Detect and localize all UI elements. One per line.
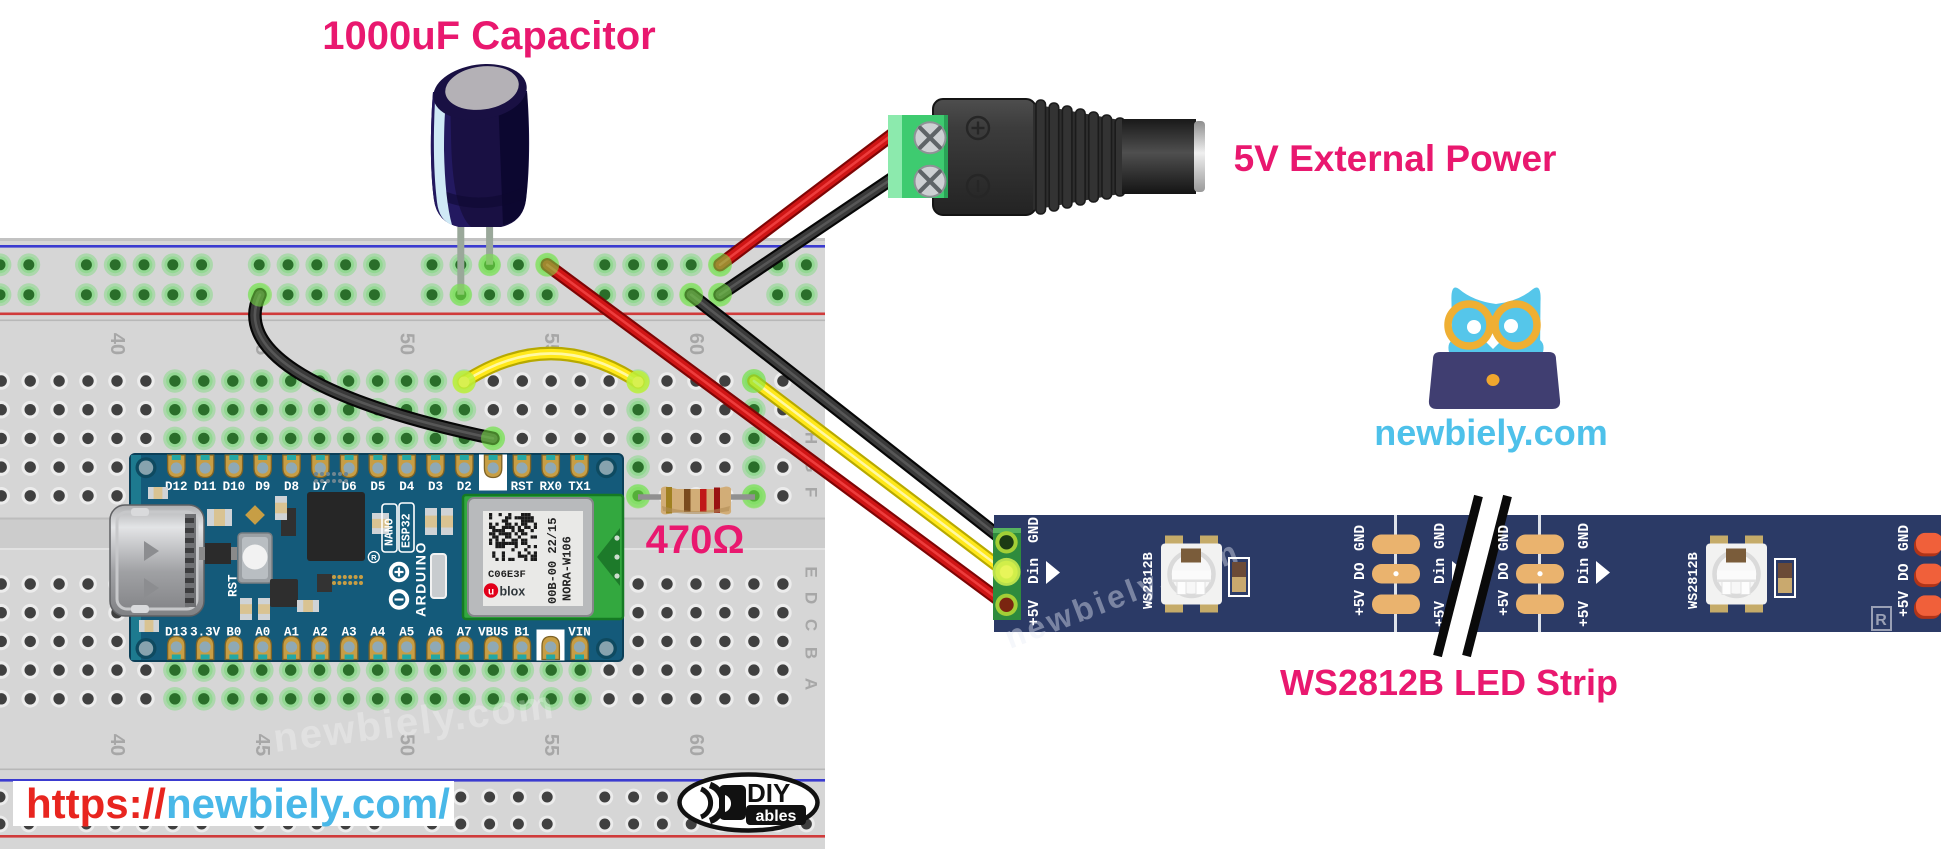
svg-text:D9: D9 (255, 480, 270, 494)
svg-text:https://newbiely.com/: https://newbiely.com/ (26, 780, 450, 827)
svg-text:TX1: TX1 (568, 480, 591, 494)
svg-text:55: 55 (540, 734, 562, 756)
svg-text:D5: D5 (370, 480, 385, 494)
svg-text:DO: DO (1353, 562, 1369, 580)
svg-text:DIY: DIY (747, 778, 790, 808)
svg-text:A: A (802, 678, 821, 690)
svg-text:VIN: VIN (568, 626, 591, 640)
svg-text:+5V: +5V (1027, 600, 1043, 626)
svg-text:60: 60 (685, 333, 707, 355)
svg-text:RX0: RX0 (539, 480, 562, 494)
svg-text:GND: GND (1353, 525, 1369, 551)
svg-text:D6: D6 (342, 480, 357, 494)
svg-text:50: 50 (396, 333, 418, 355)
svg-text:blox: blox (500, 585, 526, 599)
svg-text:45: 45 (251, 734, 273, 756)
svg-text:Din: Din (1027, 558, 1043, 584)
svg-text:Din: Din (1433, 558, 1449, 584)
svg-text:A3: A3 (342, 626, 357, 640)
svg-text:5V External Power: 5V External Power (1234, 138, 1557, 179)
svg-text:A4: A4 (370, 626, 386, 640)
svg-text:F: F (802, 487, 821, 497)
svg-text:B1: B1 (514, 626, 529, 640)
svg-text:E: E (802, 566, 821, 577)
svg-text:WS2812B: WS2812B (1687, 552, 1702, 609)
svg-text:GND: GND (1027, 517, 1043, 543)
svg-text:GND: GND (1433, 523, 1449, 549)
svg-text:60: 60 (685, 734, 707, 756)
svg-text:3.3V: 3.3V (190, 626, 221, 640)
svg-text:A1: A1 (284, 626, 299, 640)
svg-text:+5V: +5V (1497, 590, 1513, 616)
svg-text:D10: D10 (223, 480, 246, 494)
svg-text:D7: D7 (313, 480, 328, 494)
svg-text:ESP32: ESP32 (401, 513, 414, 548)
svg-text:D: D (802, 592, 821, 604)
svg-text:470Ω: 470Ω (646, 518, 745, 562)
svg-text:A6: A6 (428, 626, 443, 640)
svg-text:1000uF Capacitor: 1000uF Capacitor (322, 14, 655, 58)
svg-text:u: u (488, 587, 494, 598)
svg-text:+5V: +5V (1897, 591, 1913, 617)
svg-text:A0: A0 (255, 626, 270, 640)
svg-text:D12: D12 (165, 480, 188, 494)
svg-text:40: 40 (106, 333, 128, 355)
svg-text:NORA-W106: NORA-W106 (561, 536, 575, 601)
svg-text:R: R (371, 553, 377, 562)
svg-text:DO: DO (1897, 563, 1913, 581)
svg-text:ARDUINO: ARDUINO (413, 541, 429, 617)
svg-text:00B-00 22/15: 00B-00 22/15 (546, 518, 560, 604)
svg-text:D8: D8 (284, 480, 299, 494)
svg-text:DO: DO (1497, 562, 1513, 580)
svg-text:A5: A5 (399, 626, 414, 640)
svg-text:+5V: +5V (1577, 601, 1593, 627)
svg-text:RST: RST (511, 480, 534, 494)
svg-text:GND: GND (1577, 523, 1593, 549)
svg-text:ables: ables (756, 808, 797, 825)
svg-text:B: B (802, 647, 821, 659)
svg-text:D4: D4 (399, 480, 415, 494)
svg-text:NANO: NANO (384, 518, 397, 546)
svg-text:D2: D2 (457, 480, 472, 494)
svg-text:RST: RST (227, 574, 241, 597)
svg-text:D11: D11 (194, 480, 217, 494)
svg-text:B0: B0 (226, 626, 241, 640)
svg-text:WS2812B LED Strip: WS2812B LED Strip (1280, 662, 1618, 703)
svg-text:50: 50 (396, 734, 418, 756)
svg-text:GND: GND (1497, 525, 1513, 551)
svg-text:C06E3F: C06E3F (488, 569, 526, 581)
svg-text:R: R (1875, 612, 1887, 629)
svg-text:WS2812B: WS2812B (1142, 552, 1157, 609)
svg-text:Din: Din (1577, 558, 1593, 584)
svg-text:A2: A2 (313, 626, 328, 640)
svg-text:D3: D3 (428, 480, 443, 494)
svg-text:D13: D13 (165, 626, 188, 640)
svg-text:newbiely.com: newbiely.com (1374, 412, 1607, 453)
svg-text:40: 40 (106, 734, 128, 756)
svg-text:C: C (802, 619, 821, 631)
svg-text:A7: A7 (457, 626, 472, 640)
svg-text:VBUS: VBUS (478, 626, 509, 640)
svg-text:+5V: +5V (1353, 590, 1369, 616)
svg-text:GND: GND (1897, 525, 1913, 551)
